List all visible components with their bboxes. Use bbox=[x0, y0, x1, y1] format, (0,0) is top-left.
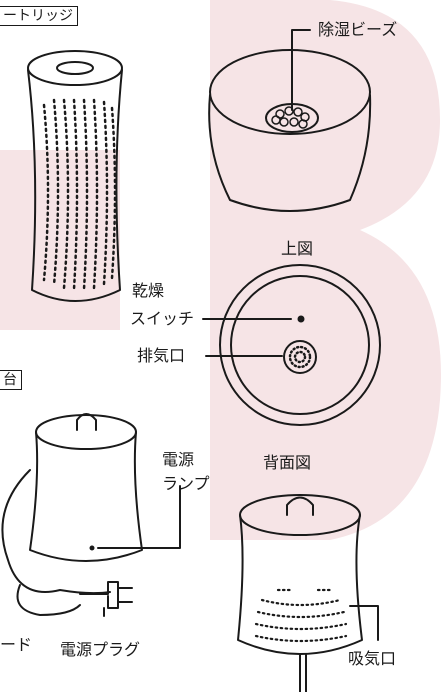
base-header-box: 台 bbox=[0, 370, 22, 390]
cartridge-header-box: ートリッジ bbox=[0, 6, 78, 26]
beads-label: 除湿ビーズ bbox=[318, 20, 398, 39]
top-view-drawing bbox=[202, 264, 381, 426]
intake-label: 吸気口 bbox=[348, 649, 397, 668]
switch-label: スイッチ bbox=[130, 309, 195, 328]
top-view-label: 上図 bbox=[281, 239, 314, 258]
back-view-label: 背面図 bbox=[263, 453, 312, 472]
back-view-drawing bbox=[237, 494, 379, 692]
watermark-shape bbox=[0, 0, 441, 540]
cartridge-top-drawing bbox=[208, 29, 372, 212]
exhaust-label: 排気口 bbox=[137, 346, 186, 365]
cord-label: ード bbox=[0, 635, 33, 654]
cartridge-drawing bbox=[27, 50, 123, 302]
power-plug-label: 電源プラグ bbox=[60, 640, 141, 659]
dry-label: 乾燥 bbox=[132, 281, 165, 300]
power-lamp-label-line1: 電源 bbox=[162, 450, 195, 469]
base-unit-drawing bbox=[1, 413, 181, 617]
power-lamp-label-line2: ランプ bbox=[162, 474, 210, 493]
